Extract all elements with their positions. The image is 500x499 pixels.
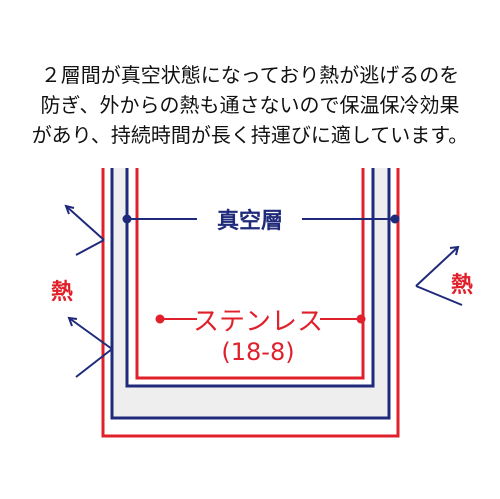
inner-wall-navy — [125, 168, 375, 388]
description-text: ２層間が真空状態になっており熱が逃げるのを 防ぎ、外からの熱も通さないので保温保… — [0, 60, 500, 150]
description-line-1: ２層間が真空状態になっており熱が逃げるのを — [40, 63, 460, 87]
description-line-3: があり、持続時間が長く持運びに適しています。 — [31, 123, 469, 147]
outer-wall-navy — [110, 168, 391, 420]
vacuum-marker-left — [122, 214, 132, 224]
heat-label-right: 熱 — [451, 272, 473, 298]
description-line-2: 防ぎ、外からの熱も通さないので保温保冷効果 — [40, 93, 460, 117]
heat-arrow-left-upper — [64, 204, 105, 256]
vacuum-marker-right — [390, 214, 400, 224]
stainless-marker-right — [356, 314, 366, 324]
vacuum-layer-fill — [112, 168, 389, 418]
stainless-grade-label: (18-8) — [221, 338, 294, 366]
stainless-label: ステンレス — [193, 307, 323, 337]
inner-wall-red — [135, 168, 365, 380]
heat-label-left: 熱 — [51, 279, 73, 305]
heat-arrow-left-lower — [67, 316, 113, 378]
stainless-marker-left — [155, 314, 165, 324]
vacuum-layer-label: 真空層 — [217, 208, 283, 234]
heat-arrow-right — [415, 245, 463, 306]
outer-wall-red — [101, 168, 400, 438]
